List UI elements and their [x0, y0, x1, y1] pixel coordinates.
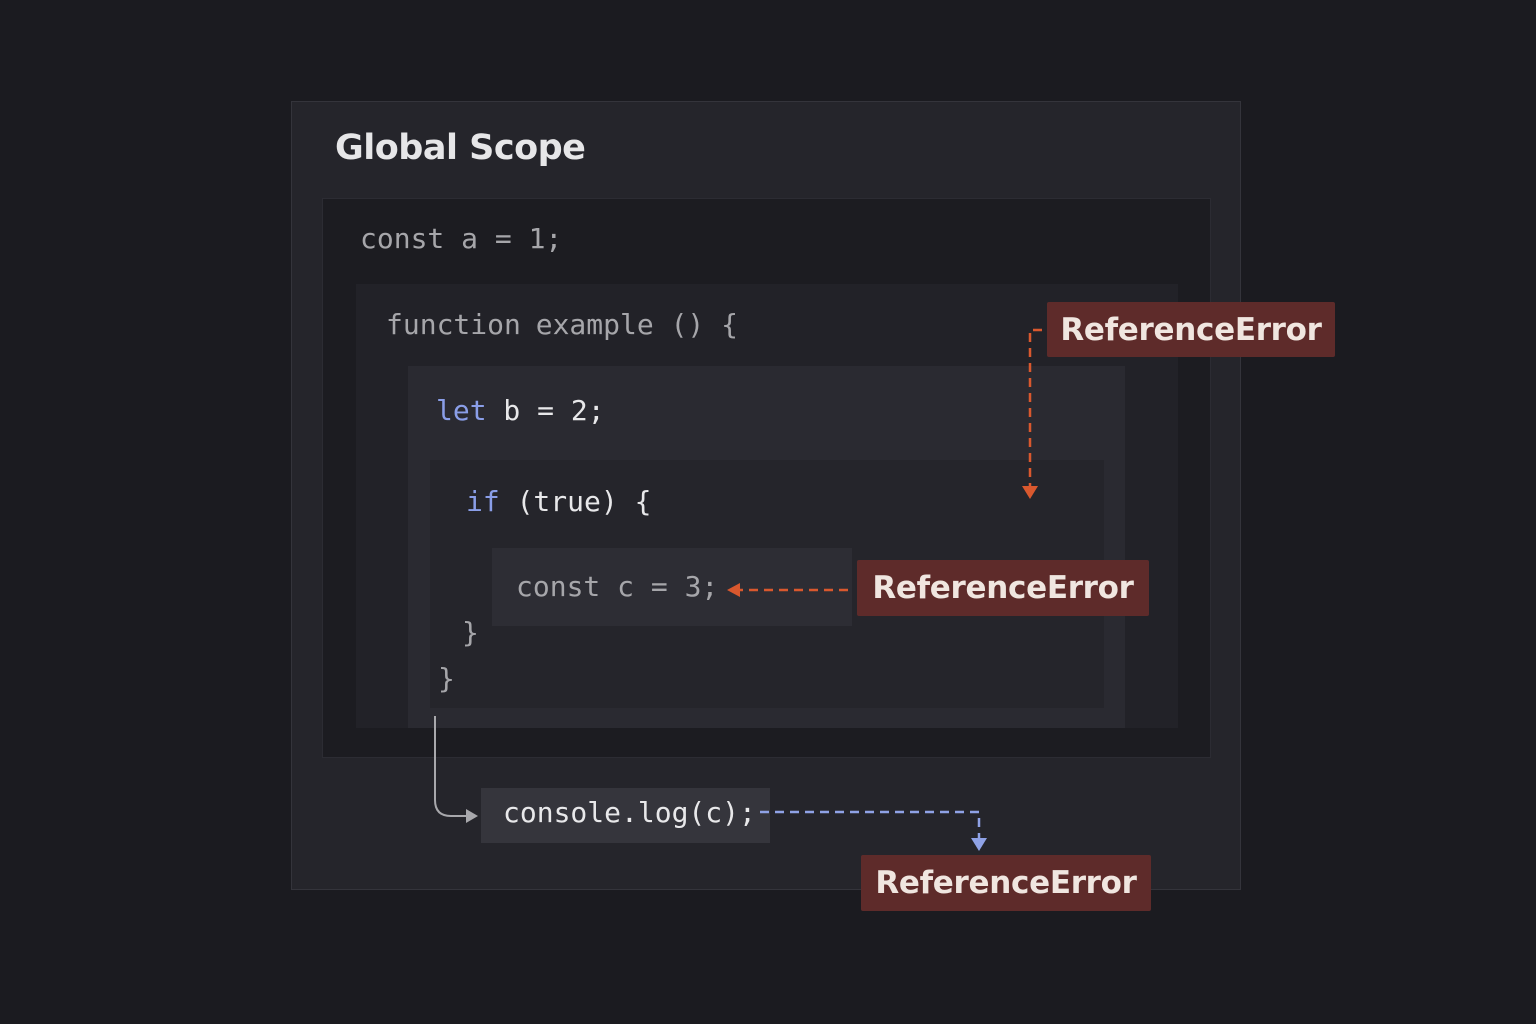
console-log-block	[481, 788, 770, 843]
if-line: if (true) {	[466, 485, 651, 518]
const-c-block	[492, 548, 852, 626]
if-rest: (true) {	[499, 485, 652, 518]
flow-arrow-icon	[434, 716, 478, 823]
reference-error-badge-function: ReferenceError	[1047, 302, 1335, 357]
global-const-line: const a = 1;	[360, 222, 563, 255]
error-arrow-down-icon	[1022, 328, 1042, 499]
const-c-line: const c = 3;	[516, 570, 719, 603]
let-line: let b = 2;	[436, 394, 605, 427]
access-arrow-icon	[760, 810, 987, 851]
close-if-brace: }	[462, 616, 479, 649]
let-keyword: let	[436, 394, 487, 427]
error-arrow-left-icon	[727, 583, 848, 597]
function-keyword: function	[386, 308, 521, 341]
if-keyword: if	[466, 485, 500, 518]
function-signature: example () {	[535, 308, 739, 341]
let-rest: b = 2;	[486, 394, 605, 427]
reference-error-badge-block: ReferenceError	[857, 560, 1149, 616]
function-declaration-line: function example () {	[386, 308, 738, 341]
close-function-brace: }	[438, 662, 455, 695]
console-log-line: console.log(c);	[503, 796, 756, 829]
reference-error-badge-global: ReferenceError	[861, 855, 1151, 911]
global-scope-title: Global Scope	[335, 128, 586, 168]
